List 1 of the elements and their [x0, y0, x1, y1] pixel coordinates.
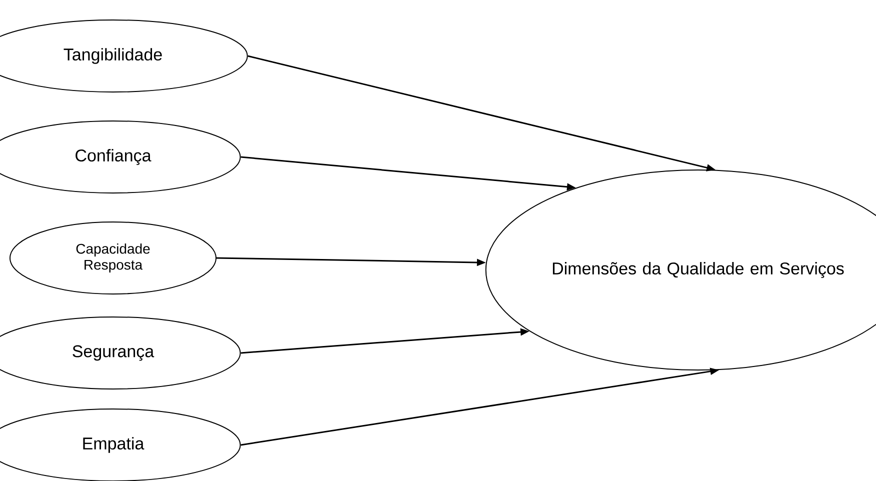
ellipse-node: Capacidade Resposta: [10, 222, 216, 294]
